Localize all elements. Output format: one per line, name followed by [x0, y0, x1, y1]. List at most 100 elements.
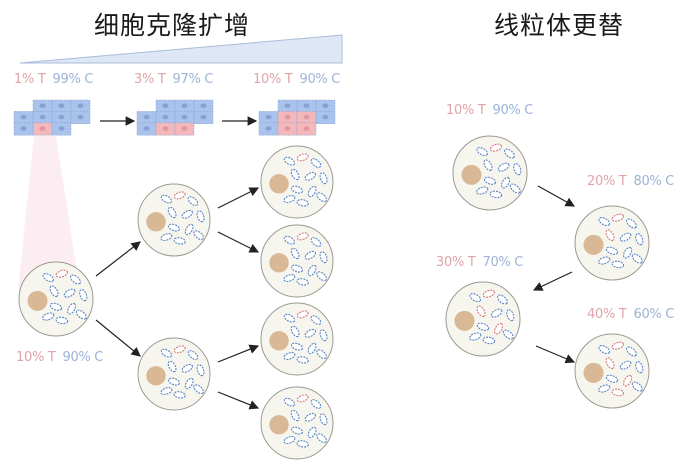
wildtype-mitochondrion [290, 325, 300, 338]
block-mito-dot [20, 114, 27, 120]
block-mito-dot [58, 114, 65, 120]
wildtype-mitochondrion [619, 232, 632, 242]
mutant-mitochondrion [482, 289, 495, 298]
wildtype-mitochondrion [283, 397, 296, 407]
mutant-mitochondrion [296, 310, 309, 319]
wildtype-mitochondrion [316, 433, 327, 444]
growth-wedge [19, 34, 343, 64]
wildtype-mitochondrion [291, 426, 303, 435]
block-mito-dot [39, 114, 46, 120]
nucleus [269, 253, 289, 273]
wildtype-mitochondrion [469, 332, 482, 341]
wildtype-mitochondrion [168, 223, 180, 232]
block-mito-dot [162, 126, 169, 131]
wildtype-mitochondrion [296, 278, 309, 286]
nucleus [146, 366, 166, 386]
wildtype-mitochondrion [193, 230, 204, 241]
wildtype-mitochondrion [42, 273, 55, 283]
arrow-turnover-1 [537, 185, 576, 207]
block-mito-dot [20, 126, 27, 131]
mutant-mitochondrion [296, 153, 309, 162]
block-mito-dot [322, 114, 329, 120]
wildtype-mitochondrion [67, 302, 77, 315]
block-mito-dot [39, 103, 46, 108]
wildtype-mitochondrion [304, 171, 316, 181]
nucleus [583, 362, 604, 383]
wildtype-mitochondrion [196, 364, 205, 377]
nucleus [583, 234, 604, 255]
nucleus [269, 174, 289, 194]
wildtype-mitochondrion [160, 233, 173, 242]
wildtype-mitochondrion [598, 217, 611, 227]
block-mito-dot [303, 126, 310, 131]
wildtype-mitochondrion [310, 158, 322, 168]
wildtype-mitochondrion [49, 285, 59, 298]
wildtype-mitochondrion [160, 194, 173, 204]
mutant-mitochondrion [611, 388, 625, 397]
wildtype-mitochondrion [167, 206, 177, 219]
wildtype-mitochondrion [310, 399, 322, 409]
wildtype-mitochondrion [316, 192, 327, 203]
wildtype-mitochondrion [55, 316, 69, 325]
block-mito-dot [162, 103, 169, 108]
wildtype-mitochondrion [296, 356, 309, 364]
wildtype-mitochondrion [497, 294, 508, 305]
mutant-mitochondrion [623, 374, 633, 387]
wildtype-mitochondrion [307, 342, 317, 355]
wildtype-mitochondrion [469, 293, 482, 303]
wildtype-mitochondrion [168, 377, 180, 386]
mutant-mitochondrion [296, 394, 309, 403]
arrow-turnover-2 [532, 271, 573, 291]
wildtype-mitochondrion [605, 374, 619, 383]
title-clonal-expansion: 细胞克隆扩增 [94, 11, 251, 40]
wildtype-mitochondrion [291, 342, 303, 351]
wildtype-mitochondrion [42, 312, 55, 321]
wildtype-mitochondrion [307, 426, 317, 439]
wildtype-mitochondrion [283, 195, 296, 204]
arrow-root-up [95, 241, 141, 277]
block-mito-dot [200, 114, 207, 120]
wildtype-mitochondrion [283, 274, 296, 283]
wildtype-mitochondrion [635, 232, 644, 246]
wildtype-mitochondrion [501, 176, 511, 189]
mutant-mitochondrion [476, 305, 486, 318]
nucleus [269, 331, 289, 351]
mutant-mitochondrion [296, 232, 309, 241]
mutant-mitochondrion [611, 213, 624, 222]
block-mito-dot [77, 114, 84, 120]
wildtype-mitochondrion [489, 190, 503, 199]
wildtype-mitochondrion [181, 363, 193, 373]
wildtype-mitochondrion [598, 384, 611, 393]
wildtype-mitochondrion [184, 223, 194, 236]
nucleus [146, 212, 166, 232]
wildtype-mitochondrion [476, 322, 490, 331]
wildtype-mitochondrion [513, 162, 522, 176]
wildtype-mitochondrion [160, 387, 173, 396]
arrow-turnover-3 [535, 345, 576, 364]
wildtype-mitochondrion [290, 168, 300, 181]
wildtype-mitochondrion [504, 148, 515, 159]
wildtype-mitochondrion [497, 162, 510, 172]
wildtype-mitochondrion [304, 250, 316, 260]
block-mito-dot [322, 103, 329, 108]
title-mito-turnover: 线粒体更替 [494, 11, 625, 40]
wildtype-mitochondrion [316, 271, 327, 282]
wildtype-mitochondrion [173, 237, 186, 245]
wildtype-mitochondrion [631, 381, 643, 392]
wildtype-mitochondrion [79, 288, 88, 302]
wildtype-mitochondrion [319, 329, 328, 342]
wildtype-mitochondrion [290, 247, 300, 260]
wildtype-mitochondrion [187, 350, 199, 360]
wildtype-mitochondrion [291, 264, 303, 273]
wildtype-mitochondrion [611, 260, 625, 269]
mutant-mitochondrion [605, 229, 615, 242]
wildtype-mitochondrion [490, 308, 503, 318]
mutant-mitochondrion [173, 345, 186, 354]
zoom-highlight [18, 136, 80, 290]
arrow-root-down [95, 319, 141, 357]
